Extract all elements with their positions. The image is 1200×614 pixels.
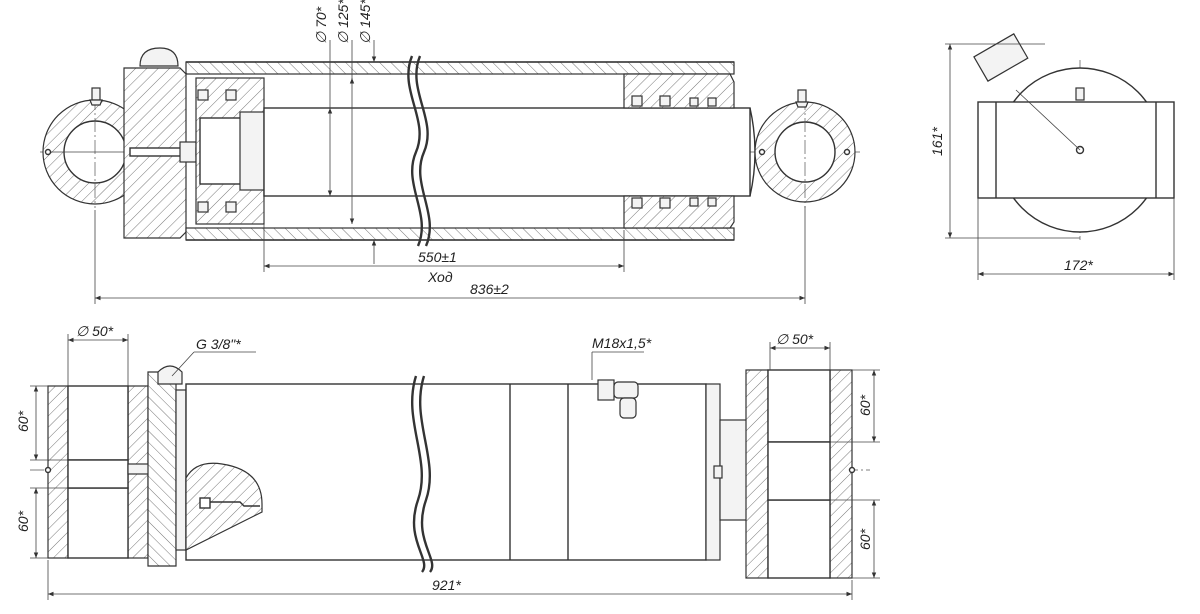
stroke-value-label: 550±1 [418,249,457,265]
bottom-side-view: ∅ 50* G 3/8"* M18x1,5* ∅ 50* 60* 60* 60*… [15,323,880,600]
left-eye-section [42,87,148,208]
eye-width-top-right-label: 60* [857,394,873,416]
end-view: 161* 172* [929,33,1175,280]
fitting-thread-label: M18x1,5* [592,335,652,351]
stroke-label: Ход [427,269,453,285]
eye-width-bottom-left-label: 60* [15,510,31,532]
hydraulic-fitting [597,379,639,419]
total-width-label: 921* [432,577,461,593]
eye-width-bottom-right-label: 60* [857,528,873,550]
right-eye-section [754,89,856,208]
eye-diameter-right-label: ∅ 50* [776,331,814,347]
end-width-label: 172* [1064,257,1093,273]
end-height-label: 161* [929,127,945,156]
bore-diameter-label: ∅ 125* [335,0,351,44]
closed-length-label: 836±2 [470,281,509,297]
rod-diameter-label: ∅ 70* [313,6,329,44]
port-thread-label: G 3/8"* [196,336,241,352]
eye-width-top-left-label: 60* [15,410,31,432]
top-section-view: ∅ 70* ∅ 125* ∅ 145* 550±1 Ход 836±2 [40,0,860,304]
outer-diameter-label: ∅ 145* [357,0,373,44]
eye-diameter-left-label: ∅ 50* [76,323,114,339]
